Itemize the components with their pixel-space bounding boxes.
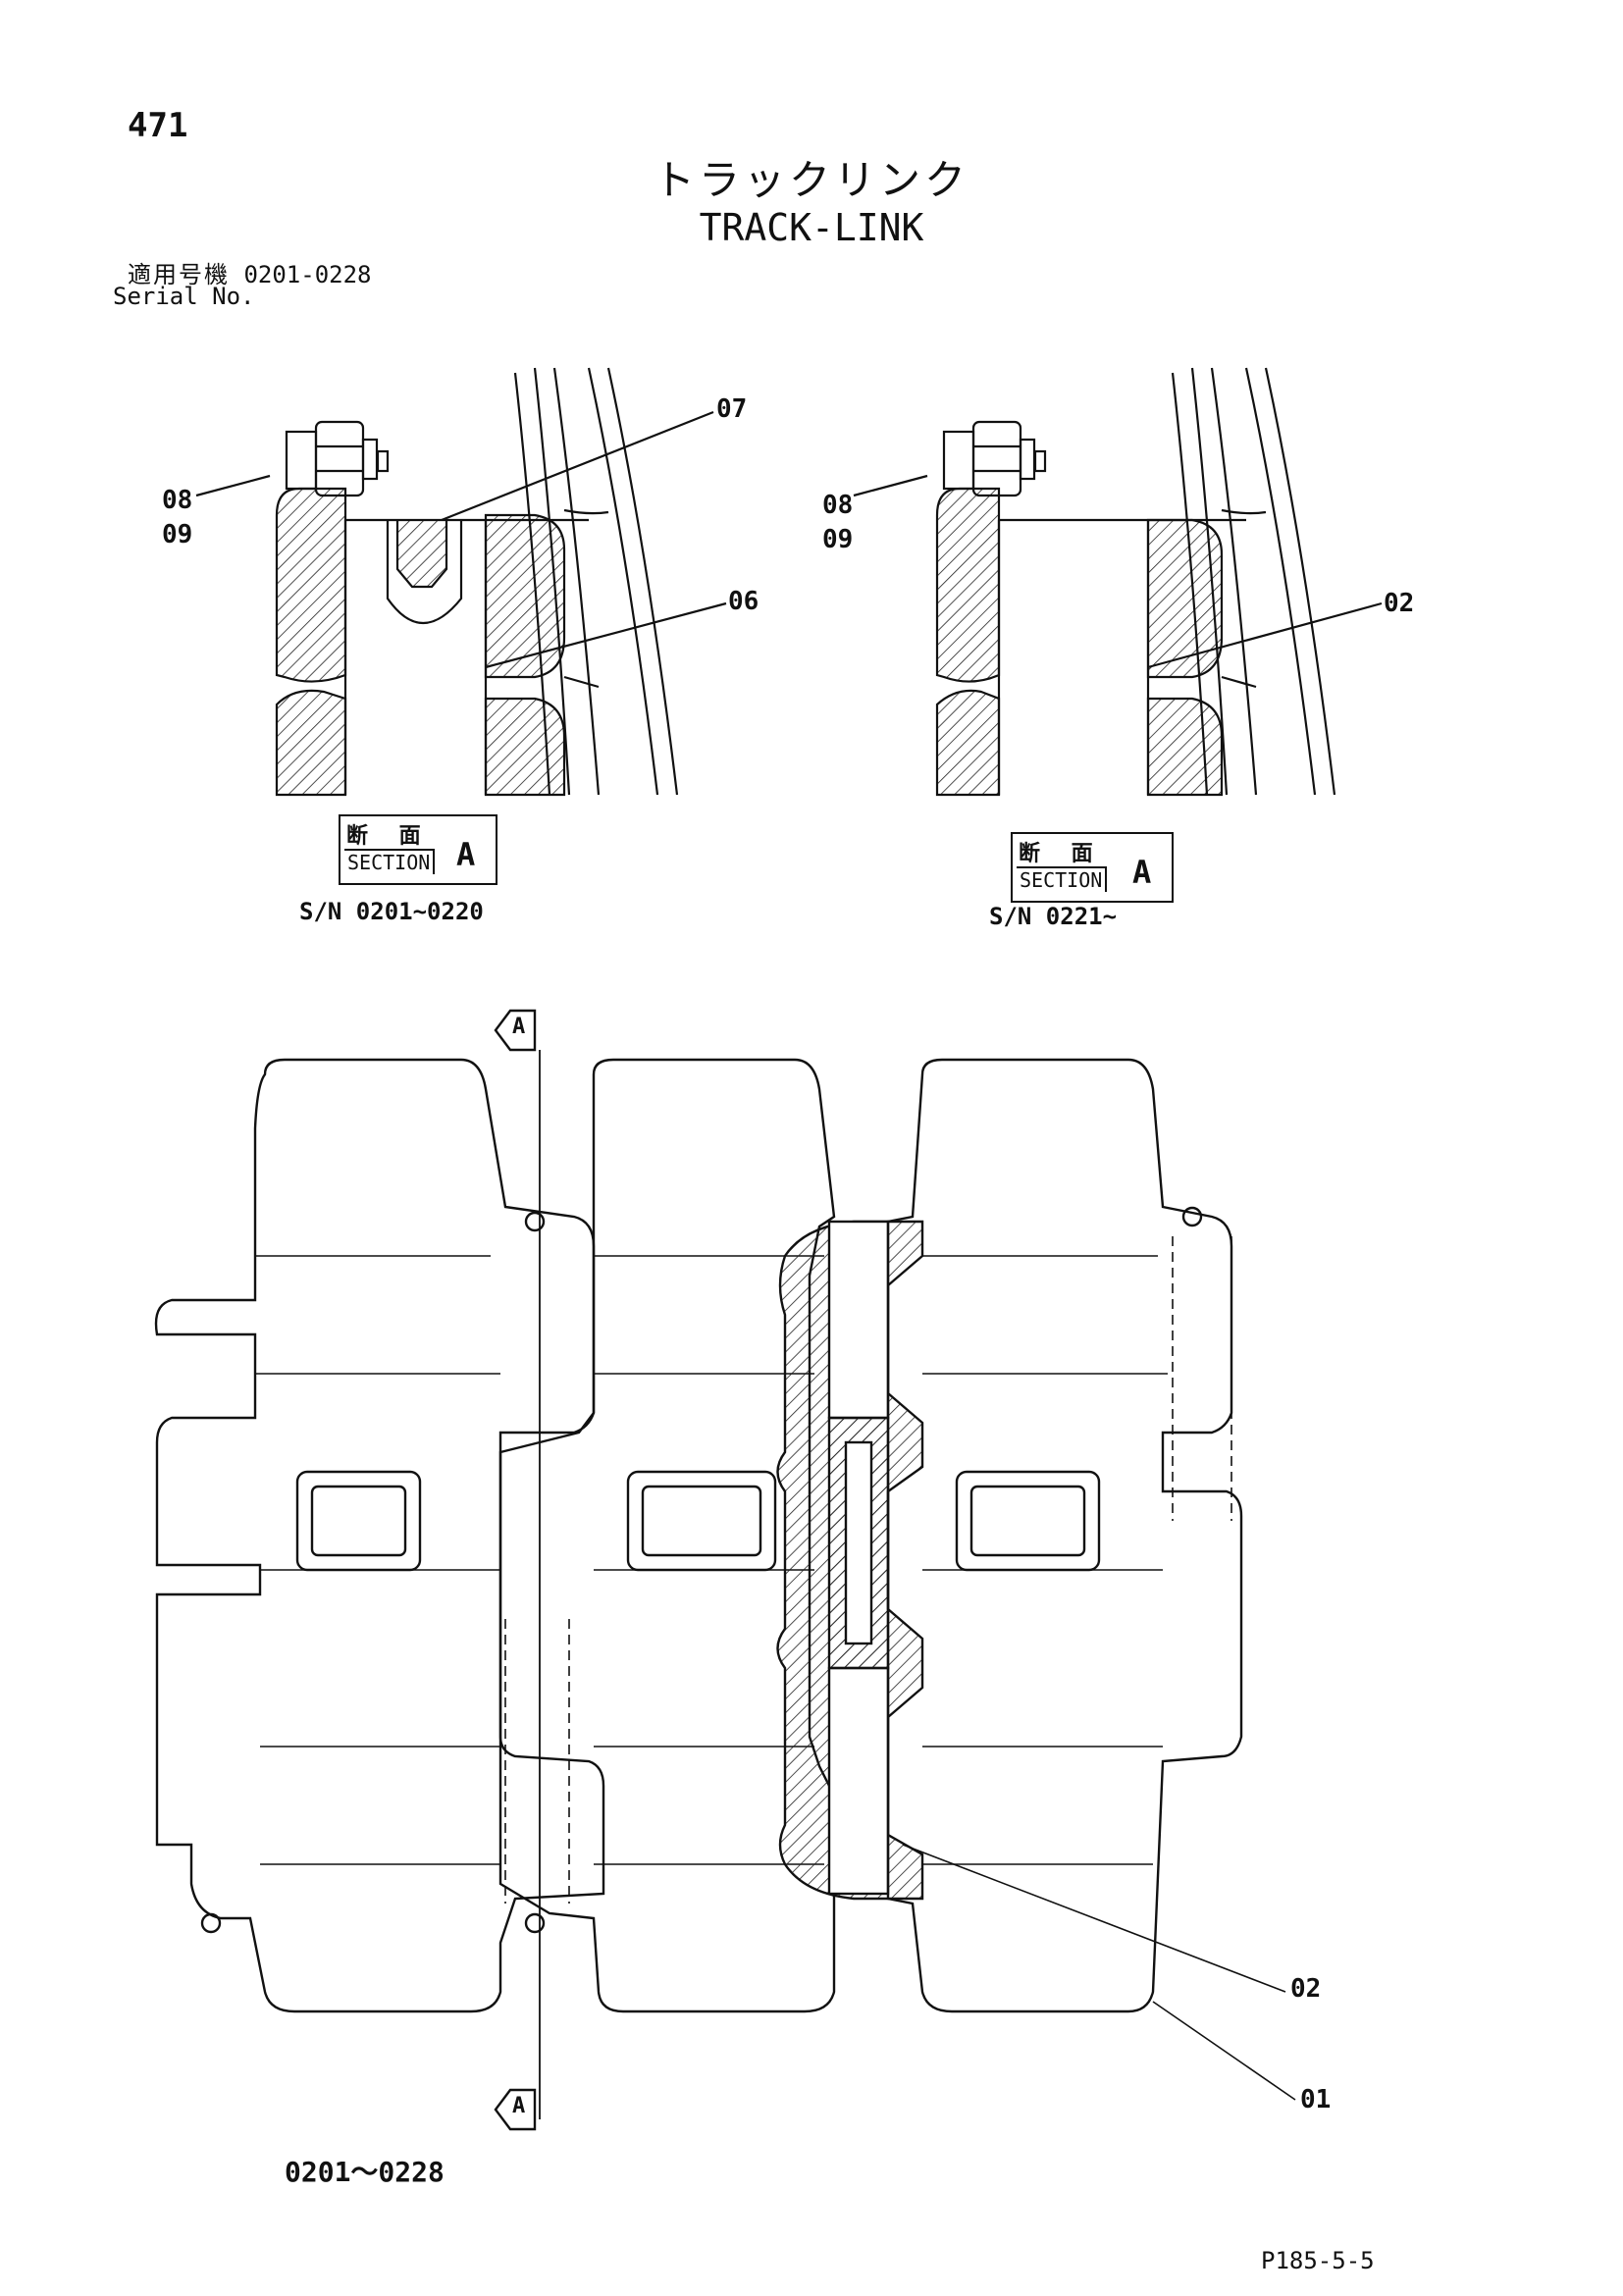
callout-02-section: 02 — [1384, 589, 1415, 618]
serial-label-en: Serial No. — [113, 283, 255, 310]
section-letter-left: A — [456, 836, 476, 873]
callout-06: 06 — [728, 587, 759, 616]
section-letter-right: A — [1132, 854, 1152, 891]
callout-09-left: 09 — [162, 520, 193, 549]
section-a-label-left: 断 面 SECTION A — [339, 814, 497, 885]
callout-08-right: 08 — [822, 491, 854, 520]
serial-label-jp: 適用号機 — [128, 261, 230, 288]
section-marker-top: A — [512, 1015, 526, 1039]
serial-range: 0201-0228 — [243, 261, 372, 288]
section-jp-right: 断 面 — [1019, 842, 1105, 866]
title-japanese: トラックリンク — [653, 156, 969, 204]
callout-08-left: 08 — [162, 486, 193, 515]
figure-code: P185-5-5 — [1261, 2247, 1375, 2274]
serial-applicability: 適用号機 0201-0228 — [128, 255, 372, 289]
track-link-plan-view — [154, 1009, 1296, 2131]
section-en-left: SECTION — [344, 849, 436, 874]
section-marker-bottom: A — [512, 2094, 526, 2118]
section-a-label-right: 断 面 SECTION A — [1011, 832, 1174, 903]
callout-09-right: 09 — [822, 525, 854, 554]
callout-01: 01 — [1300, 2085, 1332, 2114]
section-view-right — [853, 367, 1383, 797]
section-jp-left: 断 面 — [346, 824, 433, 849]
page-number: 471 — [128, 106, 188, 145]
callout-07: 07 — [716, 394, 748, 424]
section-view-left — [195, 367, 727, 797]
callout-02-main: 02 — [1290, 1974, 1322, 2004]
serial-note-right: S/N 0221~ — [989, 903, 1118, 930]
title-english: TRACK-LINK — [699, 206, 924, 249]
main-range-label: 0201～0228 — [285, 2156, 445, 2188]
section-en-right: SECTION — [1017, 866, 1108, 892]
serial-note-left: S/N 0201~0220 — [299, 898, 484, 925]
